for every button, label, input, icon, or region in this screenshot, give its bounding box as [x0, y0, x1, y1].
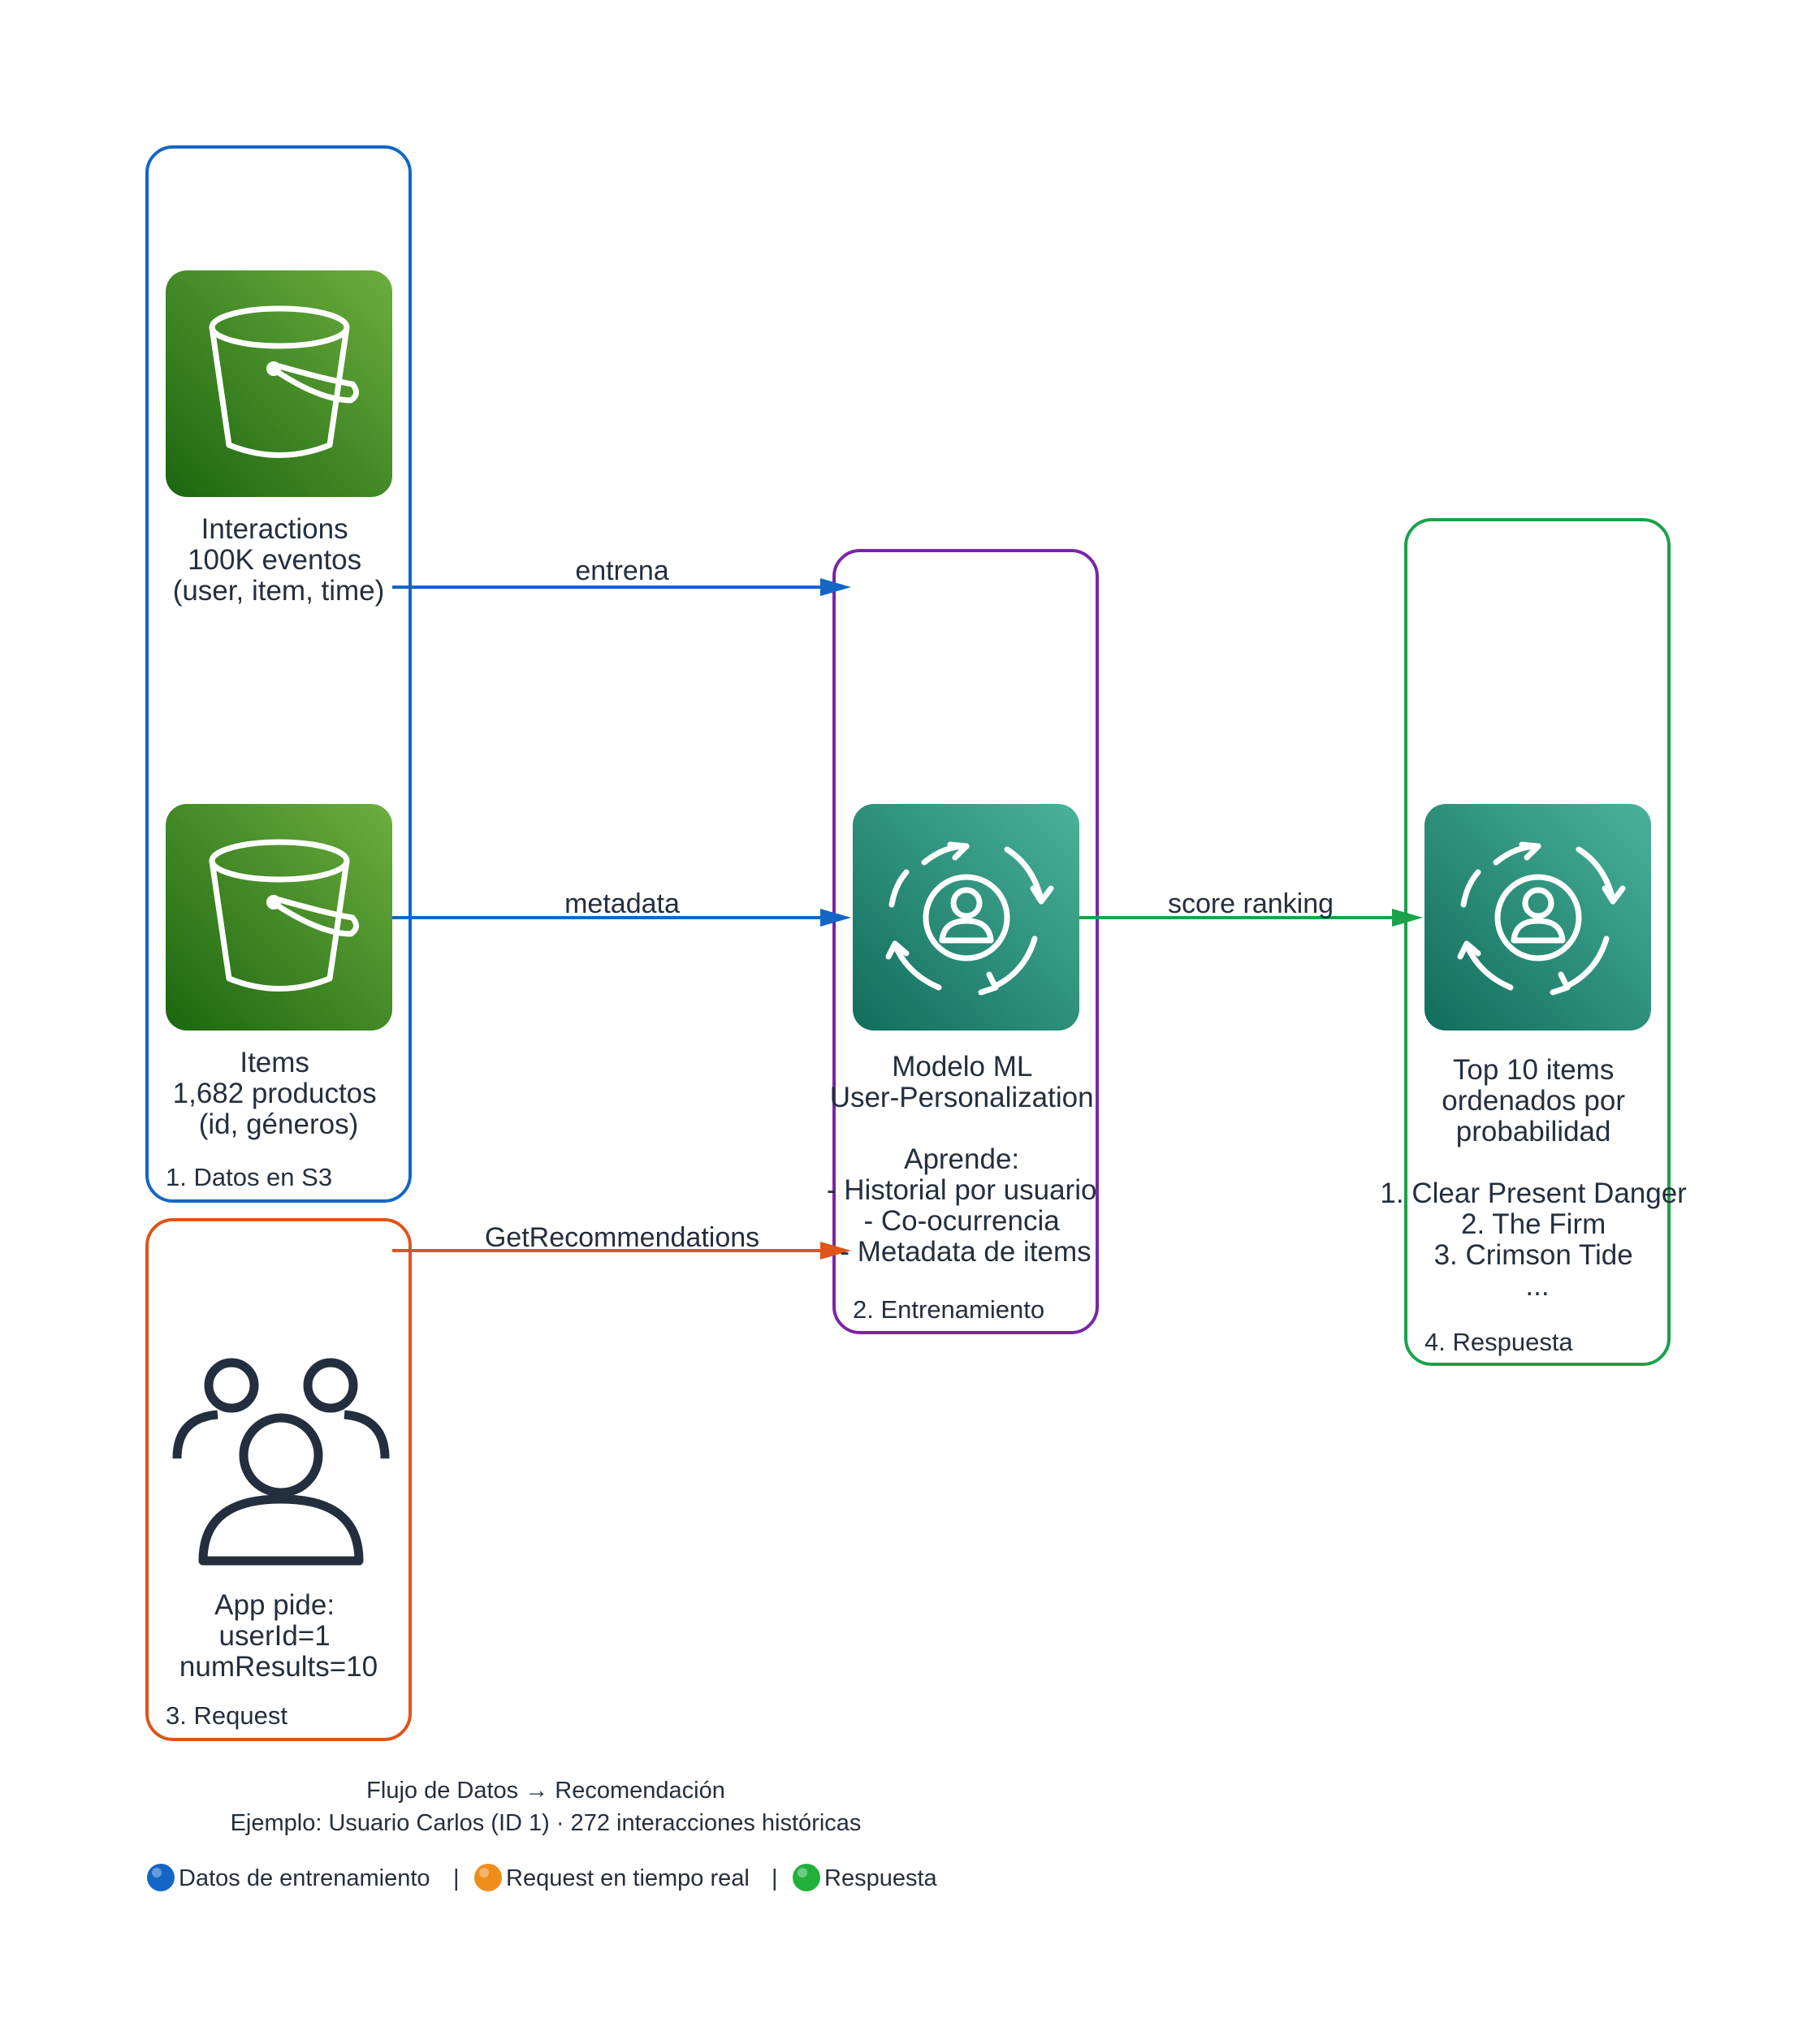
legend-item-request: Request en tiempo real [506, 1865, 750, 1891]
node-modelo-ml: Modelo ML User-Personalization Aprende: … [827, 804, 1105, 1268]
edge-score-ranking: score ranking [1079, 888, 1423, 927]
legend-separator: | [772, 1865, 778, 1891]
s3-bucket-icon [166, 270, 392, 497]
node-top10: Top 10 items ordenados por probabilidad … [1380, 804, 1694, 1302]
node-interactions-label: Interactions 100K eventos (user, item, t… [173, 513, 385, 607]
footer-subtitle: Ejemplo: Usuario Carlos (ID 1) · 272 int… [231, 1810, 862, 1836]
node-items: Items 1,682 productos (id, géneros) [166, 804, 392, 1140]
legend-dot-orange [474, 1864, 502, 1891]
cluster-entrenamiento-label: 2. Entrenamiento [853, 1295, 1044, 1324]
footer-title: Flujo de Datos → Recomendación [366, 1778, 725, 1804]
node-interactions: Interactions 100K eventos (user, item, t… [166, 270, 392, 607]
node-top10-label: Top 10 items ordenados por probabilidad … [1380, 1054, 1694, 1302]
cluster-respuesta: 4. Respuesta [1404, 518, 1671, 1366]
personalize-icon [853, 804, 1079, 1031]
legend-separator: | [453, 1865, 460, 1891]
edge-score-label: score ranking [1168, 888, 1334, 919]
legend-item-training: Datos de entrenamiento [179, 1865, 430, 1891]
edge-metadata-label: metadata [564, 888, 680, 919]
node-app-label: App pide: userId=1 numResults=10 [179, 1589, 378, 1683]
arrowhead [820, 909, 851, 927]
arrowhead [820, 1242, 851, 1260]
cluster-datos-label: 1. Datos en S3 [166, 1163, 332, 1191]
legend-dot-blue [147, 1864, 175, 1891]
cluster-request: 3. Request [145, 1218, 412, 1741]
personalize-icon [1424, 804, 1651, 1031]
edge-metadata: metadata [392, 888, 851, 927]
cluster-respuesta-label: 4. Respuesta [1424, 1328, 1573, 1356]
edge-get-recommendations: GetRecommendations [392, 1222, 851, 1260]
users-icon [172, 1358, 390, 1566]
edge-entrena: entrena [392, 555, 851, 596]
footer: Flujo de Datos → Recomendación Ejemplo: … [147, 1778, 938, 1891]
arrowhead [1392, 909, 1423, 927]
cluster-datos-s3: 1. Datos en S3 [145, 145, 412, 1203]
s3-bucket-icon [166, 804, 392, 1031]
legend-dot-green [793, 1864, 820, 1891]
legend-item-response: Respuesta [824, 1865, 938, 1891]
node-app: App pide: userId=1 numResults=10 [172, 1358, 390, 1683]
cluster-request-label: 3. Request [166, 1701, 287, 1730]
node-modelo-label: Modelo ML User-Personalization Aprende: … [827, 1051, 1105, 1268]
cluster-entrenamiento: 2. Entrenamiento [832, 549, 1099, 1334]
edge-entrena-label: entrena [575, 555, 668, 586]
arrowhead [820, 578, 851, 596]
legend: Datos de entrenamiento | Request en tiem… [147, 1864, 938, 1891]
node-items-label: Items 1,682 productos (id, géneros) [173, 1047, 385, 1140]
edge-getrec-label: GetRecommendations [485, 1222, 759, 1253]
